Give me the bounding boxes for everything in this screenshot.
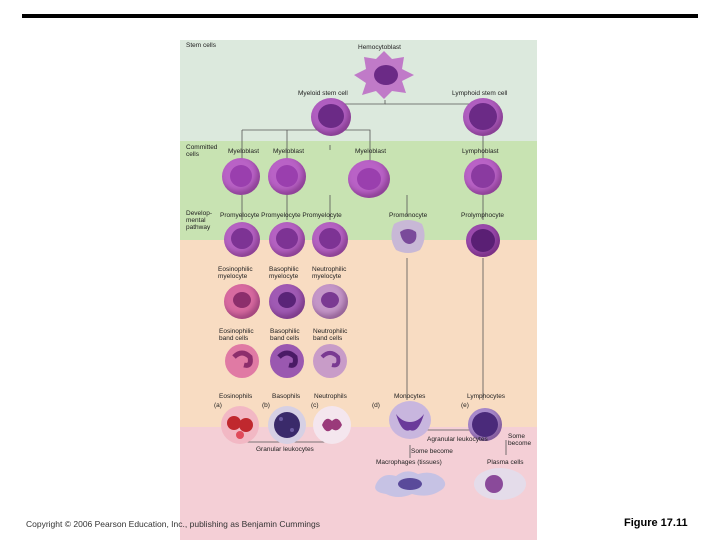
label-myeloblast-1: Myeloblast xyxy=(228,148,260,155)
myeloid-stem-cell xyxy=(311,98,351,136)
promyelocyte-cell-1 xyxy=(224,222,260,257)
label-monocytes: Monocytes xyxy=(394,393,426,400)
label-some-become-2: Some become xyxy=(508,433,532,447)
tier-label-developmental: Develop- mental pathway xyxy=(186,210,213,231)
label-neutrophilic-myelocyte: Neutrophilic myelocyte xyxy=(312,266,347,280)
lymphocyte-cell xyxy=(468,408,502,441)
label-eosinophilic-myelocyte: Eosinophilic myelocyte xyxy=(218,266,253,280)
tag-neutrophils: (c) xyxy=(311,402,319,409)
label-myeloid-stem-cell: Myeloid stem cell xyxy=(298,90,348,97)
tier-label-committed: Committed cells xyxy=(186,144,218,158)
neutrophil-cell xyxy=(313,406,351,444)
monocyte-cell xyxy=(389,401,431,439)
neutrophilic-myelocyte-cell xyxy=(312,284,348,319)
label-agranular-leukocytes: Agranular leukocytes xyxy=(427,436,488,443)
eosinophil-cell xyxy=(221,406,259,444)
tag-basophils: (b) xyxy=(262,402,270,409)
neutrophilic-band-cell xyxy=(313,344,347,378)
label-basophilic-band: Basophilic band cells xyxy=(270,328,300,342)
eosinophilic-band-cell xyxy=(225,344,259,378)
tag-eosinophils: (a) xyxy=(214,402,222,409)
label-basophilic-myelocyte: Basophilic myelocyte xyxy=(269,266,299,280)
label-some-become-1: Some become xyxy=(411,448,453,455)
label-myeloblast-3: Myeloblast xyxy=(355,148,387,155)
plasma-cell xyxy=(474,468,526,500)
label-myeloblast-2: Myeloblast xyxy=(273,148,305,155)
label-lymphocytes: Lymphocytes xyxy=(467,393,506,400)
basophil-cell xyxy=(268,406,306,444)
label-neutrophilic-band: Neutrophilic band cells xyxy=(313,328,348,342)
promonocyte-cell xyxy=(391,220,425,253)
label-lymphoid-stem-cell: Lymphoid stem cell xyxy=(452,90,508,97)
label-promyelocytes: Promyelocyte Promyelocyte Promyelocyte xyxy=(220,212,342,219)
tier-label-stem: Stem cells xyxy=(186,42,216,49)
myeloblast-cell-2 xyxy=(268,158,306,195)
label-promonocyte: Promonocyte xyxy=(389,212,428,219)
promyelocyte-cell-2 xyxy=(269,222,305,257)
label-neutrophils: Neutrophils xyxy=(314,393,347,400)
label-lymphoblast: Lymphoblast xyxy=(462,148,499,155)
lymphoid-stem-cell xyxy=(463,98,503,136)
myeloblast-cell-3 xyxy=(348,160,390,198)
label-hemocytoblast: Hemocytoblast xyxy=(358,44,401,51)
myeloblast-cell-1 xyxy=(222,158,260,195)
copyright-text: Copyright © 2006 Pearson Education, Inc.… xyxy=(26,519,321,529)
label-prolymphocyte: Prolymphocyte xyxy=(461,212,504,219)
label-eosinophils: Eosinophils xyxy=(219,393,253,400)
tag-lymphocytes: (e) xyxy=(461,402,469,409)
label-macrophages: Macrophages (tissues) xyxy=(376,459,442,466)
basophilic-myelocyte-cell xyxy=(269,284,305,319)
figure-number: Figure 17.11 xyxy=(624,517,688,529)
basophilic-band-cell xyxy=(270,344,304,378)
label-eosinophilic-band: Eosinophilic band cells xyxy=(219,328,254,342)
label-plasma-cells: Plasma cells xyxy=(487,459,524,466)
label-basophils: Basophils xyxy=(272,393,301,400)
eosinophilic-myelocyte-cell xyxy=(224,284,260,319)
prolymphocyte-cell xyxy=(466,224,500,257)
tag-monocytes: (d) xyxy=(372,402,380,409)
band-developmental xyxy=(180,240,537,427)
label-granular-leukocytes: Granular leukocytes xyxy=(256,446,314,453)
promyelocyte-cell-3 xyxy=(312,222,348,257)
lymphoblast-cell xyxy=(464,158,502,195)
macrophage-cell xyxy=(375,471,446,497)
top-rule xyxy=(22,14,698,18)
hemocytoblast-cell xyxy=(354,51,414,99)
